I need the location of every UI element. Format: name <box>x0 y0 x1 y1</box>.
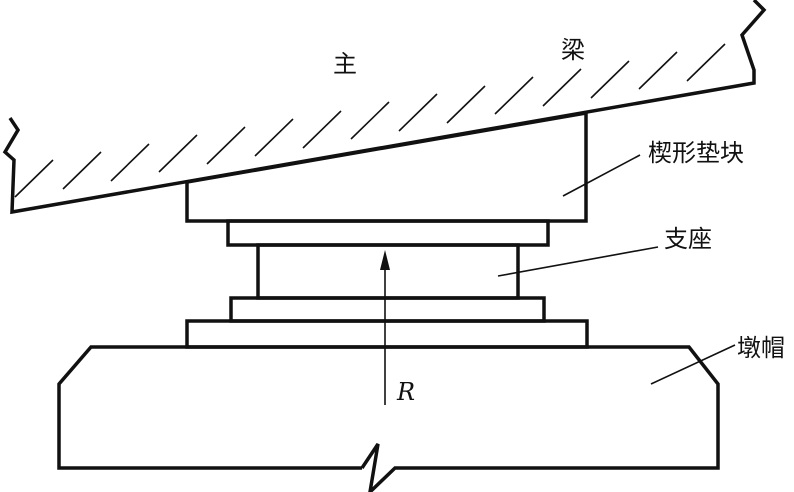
main-beam-label-right: 梁 <box>561 36 585 64</box>
main-beam <box>2 0 767 215</box>
bearing-body <box>256 243 520 300</box>
wedge-block <box>185 110 588 223</box>
bearing-base-plate <box>185 319 589 349</box>
wedge-block-leader <box>562 154 641 197</box>
bearing-label: 支座 <box>664 225 712 253</box>
pier-cap <box>57 345 720 492</box>
bearing-bottom-plate <box>229 296 546 323</box>
bearing <box>185 219 589 349</box>
main-beam-label-left: 主 <box>333 50 357 78</box>
bearing-leader <box>497 246 659 277</box>
main-beam-hatching <box>14 43 726 198</box>
pier-cap-label: 墩帽 <box>737 334 785 362</box>
bearing-top-plate <box>226 219 550 247</box>
reaction-label: R <box>396 378 415 406</box>
wedge-block-label: 楔形垫块 <box>648 139 744 167</box>
pier-cap-leader <box>650 344 736 385</box>
reaction-arrow <box>380 250 390 405</box>
reaction-arrow-head <box>380 250 390 270</box>
